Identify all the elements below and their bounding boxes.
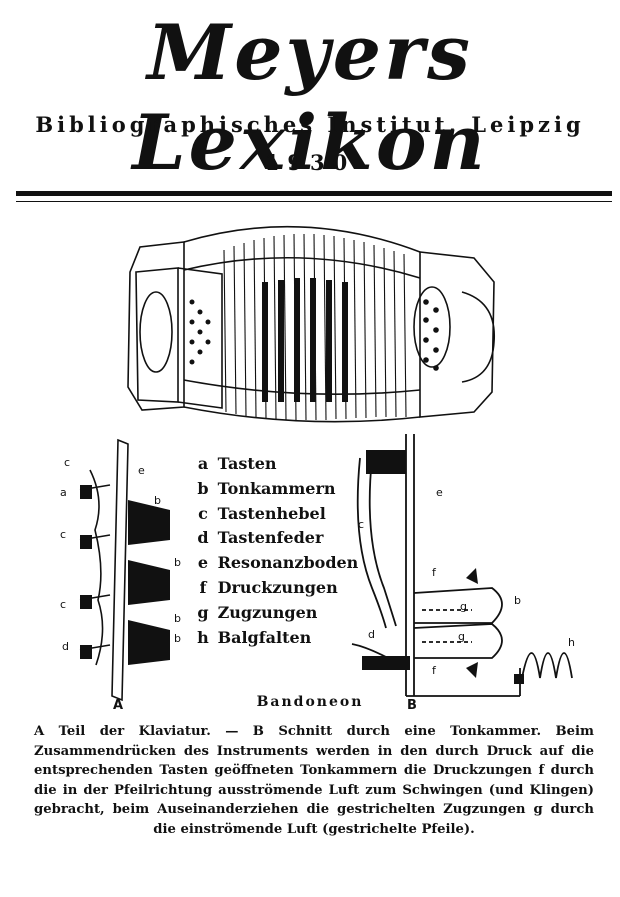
- legend-item: g Zugzungen: [194, 601, 354, 626]
- diagram-b: e c f g b g f d h: [342, 428, 577, 708]
- callout-a-9: d: [62, 640, 69, 653]
- legend-item: a Tasten: [194, 452, 354, 477]
- callout-b-9: h: [568, 636, 575, 649]
- legend-key: g: [197, 602, 209, 622]
- legend-key: f: [199, 577, 207, 597]
- legend-item: h Balgfalten: [194, 626, 354, 651]
- page-title: Meyers Lexikon: [132, 8, 488, 187]
- callout-b-3: f: [432, 566, 437, 579]
- callout-b-4: g: [460, 600, 467, 613]
- legend-item: b Tonkammern: [194, 477, 354, 502]
- callout-a-1: c: [64, 456, 70, 469]
- legend-item: f Druckzungen: [194, 576, 354, 601]
- legend-label: Zugzungen: [217, 602, 318, 622]
- header-rule-thin: [16, 201, 612, 202]
- callout-a-5: c: [60, 528, 66, 541]
- callout-a-8: b: [174, 612, 181, 625]
- legend-label: Tonkammern: [217, 478, 336, 498]
- bandoneon-drawing: [127, 225, 495, 423]
- legend-item: c Tastenhebel: [194, 502, 354, 527]
- legend-key: b: [197, 478, 209, 498]
- caption-text: A Teil der Klaviatur. — B Schnitt durch …: [34, 724, 594, 837]
- callout-a-2: e: [138, 464, 145, 477]
- callout-a-7: c: [60, 598, 66, 611]
- figure-legend: a Tasten b Tonkammern c Tastenhebel d Ta…: [194, 452, 358, 651]
- legend-key: a: [197, 454, 209, 473]
- legend-key: d: [197, 528, 209, 548]
- callout-a-3: a: [60, 486, 67, 499]
- legend-key: c: [198, 503, 208, 523]
- callout-a-6: b: [174, 556, 181, 569]
- legend-key: e: [197, 553, 209, 573]
- figure-label-a: A: [113, 698, 124, 713]
- legend-item: e Resonanzboden: [194, 551, 358, 576]
- callout-b-5: b: [514, 594, 521, 607]
- callout-b-6: g: [458, 630, 465, 643]
- callout-b-8: d: [368, 628, 375, 641]
- bandoneon-illustration: [122, 212, 500, 430]
- callout-b-1: e: [436, 486, 443, 499]
- legend-item: d Tastenfeder: [194, 526, 354, 551]
- callout-a-10: b: [174, 632, 181, 645]
- callout-b-2: c: [358, 518, 364, 531]
- legend-label: Tastenhebel: [217, 503, 326, 523]
- legend-label: Balgfalten: [217, 627, 312, 647]
- figure-label-b: B: [407, 698, 417, 713]
- legend-label: Druckzungen: [217, 577, 338, 597]
- callout-a-4: b: [154, 494, 161, 507]
- publication-year: 1930: [264, 150, 356, 175]
- legend-label: Tastenfeder: [217, 528, 324, 548]
- publisher-line: Bibliographisches Institut, Leipzig: [35, 112, 585, 137]
- header-rule-thick: [16, 191, 612, 196]
- callout-b-7: f: [432, 664, 437, 677]
- legend-label: Resonanzboden: [217, 553, 359, 573]
- caption-title: Bandoneon: [256, 694, 364, 710]
- diagram-a: c e a b c b c b d b: [50, 430, 190, 715]
- legend-label: Tasten: [217, 454, 277, 473]
- tone-chamber-section-drawing: e c f g b g f d h: [351, 434, 575, 697]
- legend-key: h: [197, 627, 209, 647]
- keyboard-section-drawing: c e a b c b c b d b: [60, 438, 181, 702]
